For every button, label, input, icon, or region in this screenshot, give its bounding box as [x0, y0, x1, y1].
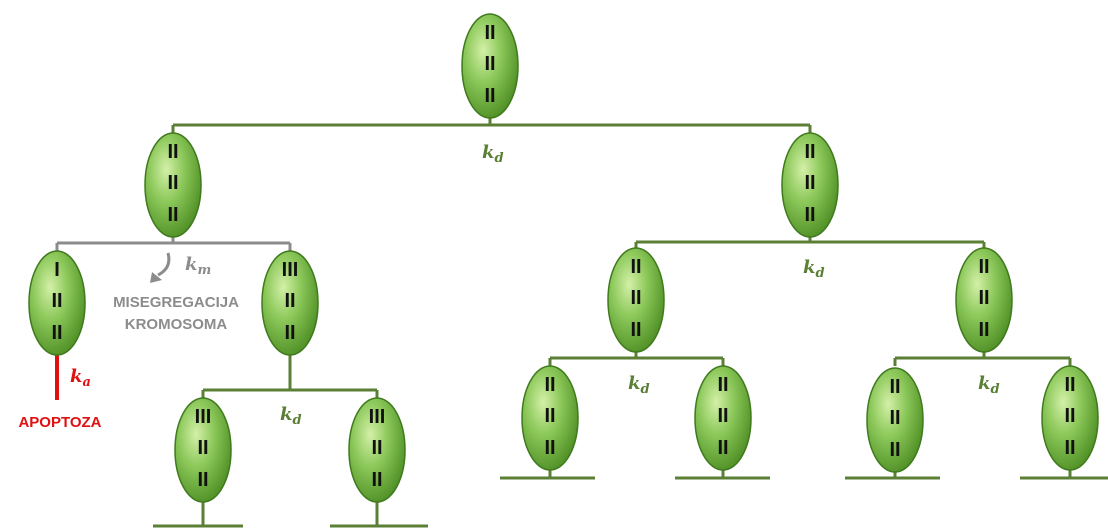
chromosome-pair-3: II	[371, 469, 382, 491]
cell-body	[781, 132, 839, 238]
kd-label-rr: kd	[978, 373, 1000, 397]
chromosome-pair-1: II	[1064, 374, 1075, 396]
cell-body	[607, 247, 665, 353]
cell-body	[866, 367, 924, 473]
chromosome-pair-3: II	[717, 437, 728, 459]
cell-l3-c: II II II	[866, 367, 924, 473]
cell-root: II II II	[461, 13, 519, 119]
cell-l1-right: II II II	[781, 132, 839, 238]
chromosome-pair-3: II	[51, 322, 62, 344]
chromosome-pair-2: II	[804, 172, 815, 194]
chromosome-pair-2: II	[630, 287, 641, 309]
cell-body	[694, 365, 752, 471]
chromosome-pair-1: II	[889, 376, 900, 398]
chromosome-pair-1: II	[484, 22, 495, 44]
chromosome-pair-3: II	[484, 85, 495, 107]
chromosome-pair-1: III	[282, 259, 299, 281]
cell-l2-rr-right: II II II	[955, 247, 1013, 353]
cell-l3-a: II II II	[521, 365, 579, 471]
rate-labels: kd kd kd kd kd km ka	[70, 142, 1000, 428]
chromosome-pair-3: II	[544, 437, 555, 459]
cell-body	[174, 397, 232, 503]
cell-body	[261, 250, 319, 356]
chromosome-pair-1: II	[167, 141, 178, 163]
chromosome-pair-2: II	[1064, 405, 1075, 427]
chromosome-pair-2: II	[197, 437, 208, 459]
cell-body	[28, 250, 86, 356]
cells-layer: IIIIIIIIIIIIIIIIIIIIIIIIIIIIIIIIIIIIIIII…	[28, 13, 1099, 503]
chromosome-pair-3: II	[1064, 437, 1075, 459]
chromosome-pair-1: II	[978, 256, 989, 278]
cell-body	[521, 365, 579, 471]
chromosome-pair-2: II	[284, 290, 295, 312]
chromosome-pair-1: II	[544, 374, 555, 396]
chromosome-pair-1: III	[369, 406, 386, 428]
chromosome-pair-2: II	[167, 172, 178, 194]
chromosome-pair-1: II	[630, 256, 641, 278]
chromosome-pair-3: II	[167, 204, 178, 226]
misegregation-label-line2: KROMOSOMA	[125, 316, 228, 333]
cell-l3-b: II II II	[694, 365, 752, 471]
kd-label-root: kd	[482, 142, 504, 166]
chromosome-pair-1: I	[54, 259, 60, 281]
chromosome-pair-3: II	[630, 319, 641, 341]
kd-label-ah: kd	[280, 404, 302, 428]
division-lines	[153, 118, 1108, 528]
kd-label-r: kd	[803, 257, 825, 281]
ka-label: ka	[70, 366, 91, 390]
cell-l2-rr-left: II II II	[607, 247, 665, 353]
chromosome-pair-3: II	[889, 439, 900, 461]
chromosome-pair-1: III	[195, 406, 212, 428]
cell-body	[144, 132, 202, 238]
apoptosis-label: APOPTOZA	[18, 414, 101, 431]
chromosome-pair-2: II	[978, 287, 989, 309]
misegregation-arrow-icon	[150, 252, 171, 283]
misegregation-label-line1: MISEGREGACIJA	[113, 294, 239, 311]
chromosome-pair-2: II	[51, 290, 62, 312]
chromosome-pair-3: II	[978, 319, 989, 341]
cell-l3-d: II II II	[1041, 365, 1099, 471]
chromosome-pair-3: II	[197, 469, 208, 491]
chromosome-pair-1: II	[717, 374, 728, 396]
chromosome-pair-2: II	[889, 407, 900, 429]
chromosome-pair-2: II	[484, 53, 495, 75]
chromosome-pair-2: II	[371, 437, 382, 459]
cell-body	[348, 397, 406, 503]
cell-body	[1041, 365, 1099, 471]
chromosome-pair-2: II	[544, 405, 555, 427]
km-label: km	[185, 254, 211, 278]
chromosome-pair-3: II	[804, 204, 815, 226]
cell-body	[461, 13, 519, 119]
cell-l1-left: II II II	[144, 132, 202, 238]
cell-body	[955, 247, 1013, 353]
kd-label-rl: kd	[628, 373, 650, 397]
chromosome-pair-1: II	[804, 141, 815, 163]
chromosome-pair-3: II	[284, 322, 295, 344]
chromosome-pair-2: II	[717, 405, 728, 427]
